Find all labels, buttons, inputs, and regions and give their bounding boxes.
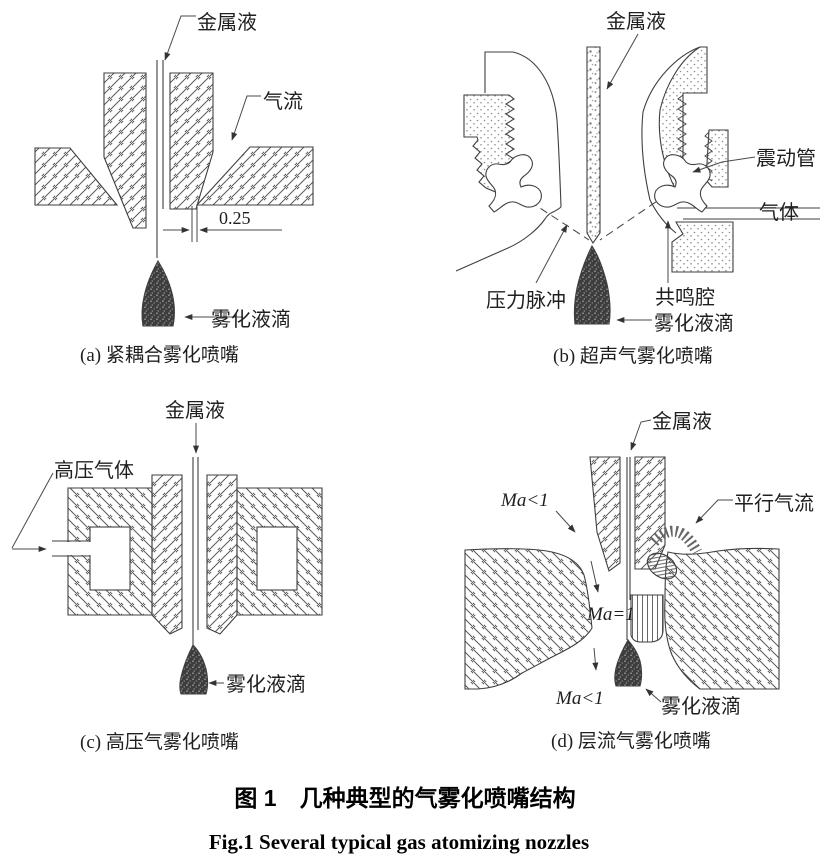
d-droplet-leader-arrow: [645, 688, 662, 703]
d-vertical-stripe-region: [630, 594, 664, 643]
panel-d-drawing: 金属液 Ma<1 平行气流 Ma=1 Ma<1 雾化液滴 (d) 层流气雾化喷嘴: [464, 410, 814, 752]
panel-a-drawing: 金属液 气流 0.25 雾化液滴 (a) 紧耦合雾化喷嘴: [34, 11, 314, 366]
d-flow-arrow-3: [592, 647, 599, 671]
c-label-metal: 金属液: [165, 399, 225, 422]
d-inner-column-left: [589, 456, 621, 572]
b-label-droplet: 雾化液滴: [654, 312, 734, 335]
a-label-metal: 金属液: [197, 11, 257, 34]
b-label-resonance-chamber: 共鸣腔: [655, 286, 715, 309]
d-label-ma-bottom: Ma<1: [555, 688, 604, 709]
figure-caption-en: Fig.1 Several typical gas atomizing nozz…: [209, 830, 589, 854]
a-dimension-0-25: [163, 206, 282, 242]
b-vibration-tip-left: [485, 154, 542, 213]
c-pipe-cut-left: [67, 542, 91, 555]
a-gas-leader-arrow: [231, 95, 261, 141]
b-droplet-plume: [573, 244, 611, 325]
b-label-vibration-tube: 震动管: [756, 147, 816, 170]
a-melt-channel: [156, 60, 164, 258]
a-droplet-plume: [141, 259, 175, 327]
d-parallel-gas-band: [649, 525, 702, 555]
b-bore-thread-right: [677, 94, 687, 165]
a-label-droplet: 雾化液滴: [211, 308, 291, 331]
a-inner-column-right: [169, 72, 214, 210]
b-lower-contour-right: [649, 199, 677, 234]
d-mass-left: [464, 548, 593, 690]
b-vibration-tip-right: [654, 154, 711, 213]
a-inner-column-left: [103, 72, 147, 229]
d-parallel-leader-arrow: [695, 499, 733, 524]
d-melt-channel: [626, 457, 631, 640]
a-metal-leader-arrow: [164, 15, 196, 61]
c-droplet-plume: [179, 644, 209, 695]
d-inner-column-right: [634, 456, 666, 570]
d-label-droplet: 雾化液滴: [661, 695, 741, 718]
figure-caption-zh: 图 1 几种典型的气雾化喷嘴结构: [234, 785, 575, 811]
d-metal-leader-arrow: [630, 419, 652, 451]
a-dimension-text: 0.25: [219, 208, 251, 228]
d-label-ma-mid: Ma=1: [586, 604, 635, 625]
d-label-metal: 金属液: [652, 410, 712, 433]
d-droplet-plume: [614, 639, 643, 687]
c-gas-chamber-left: [89, 526, 131, 591]
a-outer-block-left: [34, 147, 119, 206]
b-outer-contour-right: [641, 46, 701, 201]
c-label-hp-gas: 高压气体: [54, 459, 134, 482]
d-caption: (d) 层流气雾化喷嘴: [551, 730, 711, 752]
b-melt-column: [586, 46, 601, 245]
c-inner-column-left: [151, 474, 183, 635]
b-caption: (b) 超声气雾化喷嘴: [553, 345, 713, 367]
c-hp-gas-leader: [11, 472, 54, 549]
c-caption: (c) 高压气雾化喷嘴: [80, 731, 239, 753]
d-throat-lens: [646, 552, 678, 580]
a-caption: (a) 紧耦合雾化喷嘴: [80, 344, 239, 366]
c-melt-channel: [192, 457, 199, 645]
d-flow-arrow-2: [590, 560, 600, 593]
d-label-ma-top: Ma<1: [500, 490, 549, 511]
b-label-pressure-pulse: 压力脉冲: [486, 289, 566, 312]
c-gas-chamber-right: [256, 526, 298, 591]
c-inner-column-right: [206, 474, 238, 635]
b-pulse-leader-arrow: [535, 224, 568, 284]
d-label-parallel-gas: 平行气流: [734, 492, 814, 515]
panel-c-drawing: 金属液 高压气体 雾化液滴 (c) 高压气雾化喷嘴: [11, 399, 323, 753]
b-metal-leader-arrow: [606, 33, 639, 90]
b-outer-contour-left: [484, 51, 562, 208]
b-lower-contour-left: [455, 206, 562, 272]
b-label-metal: 金属液: [606, 10, 666, 33]
d-flow-arrow-1: [555, 510, 576, 533]
panel-b-drawing: 金属液 震动管 气体 压力脉冲 共鸣腔 雾化液滴 (b) 超声气雾化喷嘴: [455, 10, 820, 367]
c-label-droplet: 雾化液滴: [226, 673, 306, 696]
d-mass-right: [664, 547, 780, 690]
a-label-gas-flow: 气流: [263, 90, 303, 113]
b-vibtube-leader-arrow: [692, 156, 756, 173]
b-label-gas: 气体: [759, 201, 799, 224]
a-outer-block-right: [195, 146, 314, 206]
c-gas-pipe: [52, 540, 90, 557]
b-dotted-block-lower-right: [671, 221, 734, 273]
